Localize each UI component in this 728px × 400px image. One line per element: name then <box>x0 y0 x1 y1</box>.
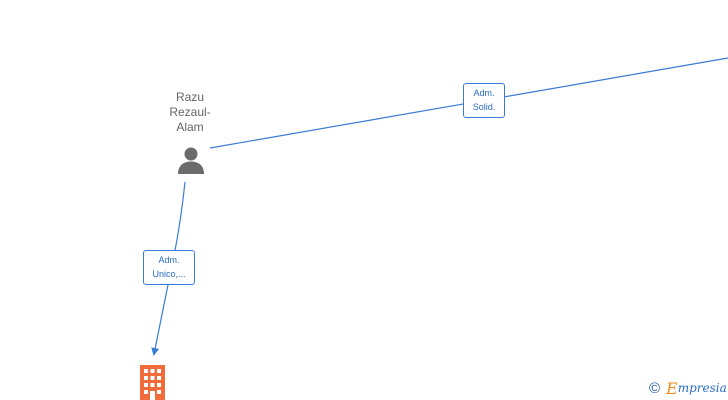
edge-label-unico-line-1: Adm. <box>158 255 180 265</box>
edge-label-unico-line-2: Unico,... <box>152 269 186 279</box>
edge-label-adm-solid[interactable]: Adm. Solid. <box>463 83 505 118</box>
edge-label-solid-line-1: Adm. <box>473 88 495 98</box>
edge-label-solid-line-2: Solid. <box>472 102 496 112</box>
company-building-icon[interactable] <box>136 364 169 400</box>
person-name-line-3: Alam <box>176 120 204 134</box>
person-name[interactable]: Razu Rezaul- Alam <box>150 90 230 135</box>
person-name-line-1: Razu <box>175 90 204 104</box>
copyright-icon: © <box>649 379 661 397</box>
brand-name: mpresia <box>677 381 727 395</box>
person-icon[interactable] <box>176 145 206 175</box>
edge-label-adm-unico[interactable]: Adm. Unico,... <box>143 250 195 285</box>
empresia-watermark[interactable]: © E mpresia <box>649 378 727 398</box>
person-name-line-2: Rezaul- <box>169 105 211 119</box>
brand-initial: E <box>666 378 678 398</box>
